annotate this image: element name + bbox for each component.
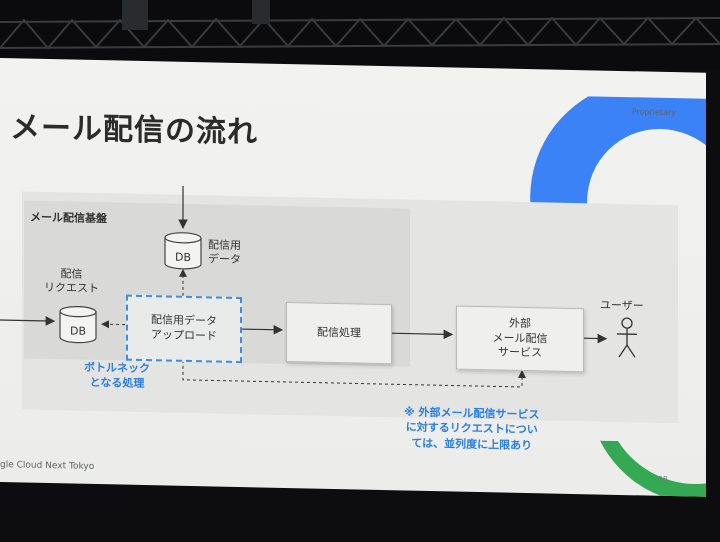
delivery-request-db-cylinder xyxy=(59,306,97,344)
user-label: ユーザー xyxy=(600,298,644,313)
arrow-upload-to-process xyxy=(241,324,284,335)
projected-slide: Proprietary メール配信の流れ メール配信基盤 xyxy=(0,58,706,497)
delivery-process-box: 配信処理 xyxy=(286,301,392,365)
delivery-data-caption: 配信用 データ xyxy=(208,238,241,267)
arrow-into-request-db xyxy=(0,316,56,326)
google-blue-arc-decoration xyxy=(530,95,706,237)
external-mail-service-box: 外部 メール配信 サービス xyxy=(456,305,584,373)
event-footer: gle Cloud Next Tokyo xyxy=(0,460,95,472)
parallelism-limit-note: ※ 外部メール配信サービス に対するリクエストについ ては、並列度に上限あり xyxy=(404,405,540,452)
delivery-data-db-cylinder xyxy=(164,232,202,270)
ceiling-truss xyxy=(0,0,720,70)
arrow-process-to-external xyxy=(390,329,454,340)
user-figure xyxy=(617,317,637,358)
delivery-request-db-label: DB xyxy=(69,324,87,338)
flow-connectors xyxy=(0,185,637,388)
google-green-arc-decoration xyxy=(600,440,706,497)
delivery-data-db-label: DB xyxy=(174,250,192,265)
bottleneck-note: ボトルネック となる処理 xyxy=(84,360,150,391)
upload-data-box: 配信用データ アップロード xyxy=(126,294,242,364)
dashed-upload-to-external xyxy=(182,359,526,388)
delivery-request-caption: 配信 リクエスト xyxy=(44,267,99,296)
page-number: 08 xyxy=(657,474,668,484)
